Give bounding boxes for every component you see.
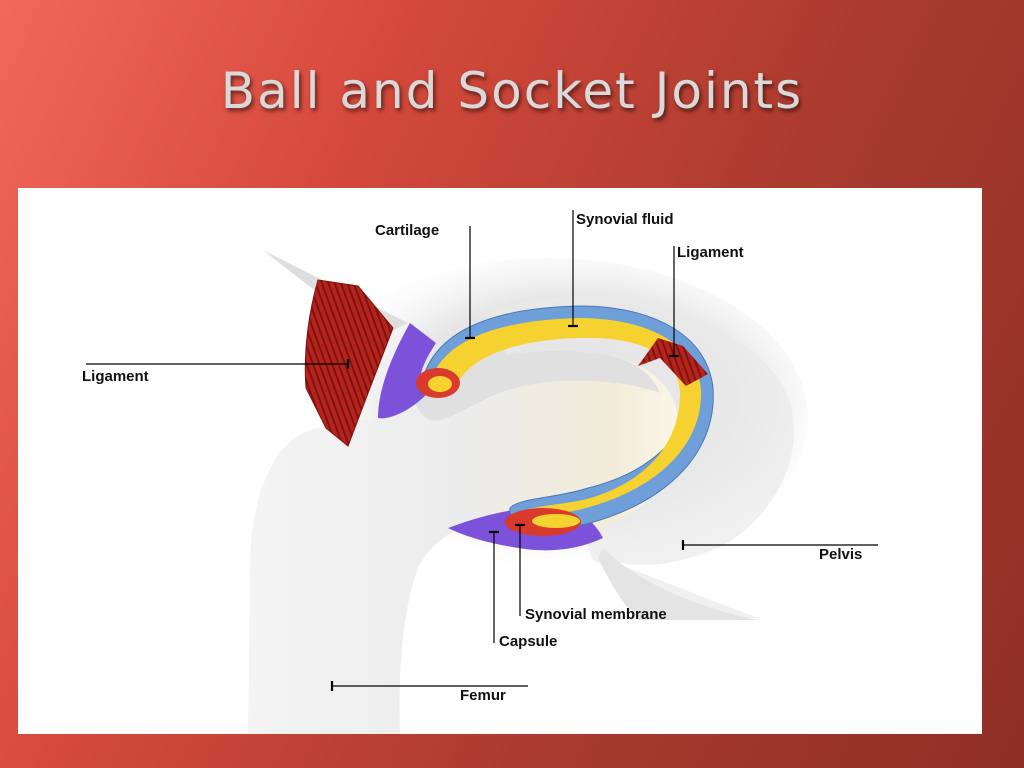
label-synovial-fluid: Synovial fluid [576, 211, 674, 228]
joint-diagram-svg: Cartilage Synovial fluid Ligament Ligame… [82, 210, 878, 734]
slide-title: Ball and Socket Joints [220, 62, 804, 120]
ligament-left [304, 279, 394, 447]
joint-diagram: Cartilage Synovial fluid Ligament Ligame… [18, 188, 982, 734]
label-femur: Femur [460, 687, 506, 704]
label-ligament-top: Ligament [677, 244, 744, 261]
label-synovial-membrane: Synovial membrane [525, 606, 667, 623]
label-capsule: Capsule [499, 633, 557, 650]
label-pelvis: Pelvis [819, 546, 862, 563]
ligament-socket [638, 338, 708, 386]
label-cartilage: Cartilage [375, 222, 439, 239]
label-ligament-left: Ligament [82, 368, 149, 385]
synovial-membrane-upper-inner [428, 376, 452, 392]
capsule-upper [378, 323, 436, 419]
femur-neck-shadow [413, 350, 660, 421]
femur-bone [248, 350, 679, 734]
leader-lines [86, 210, 878, 691]
synovial-membrane-lower-inner [532, 514, 580, 528]
pelvis-lower-wing [598, 548, 758, 620]
